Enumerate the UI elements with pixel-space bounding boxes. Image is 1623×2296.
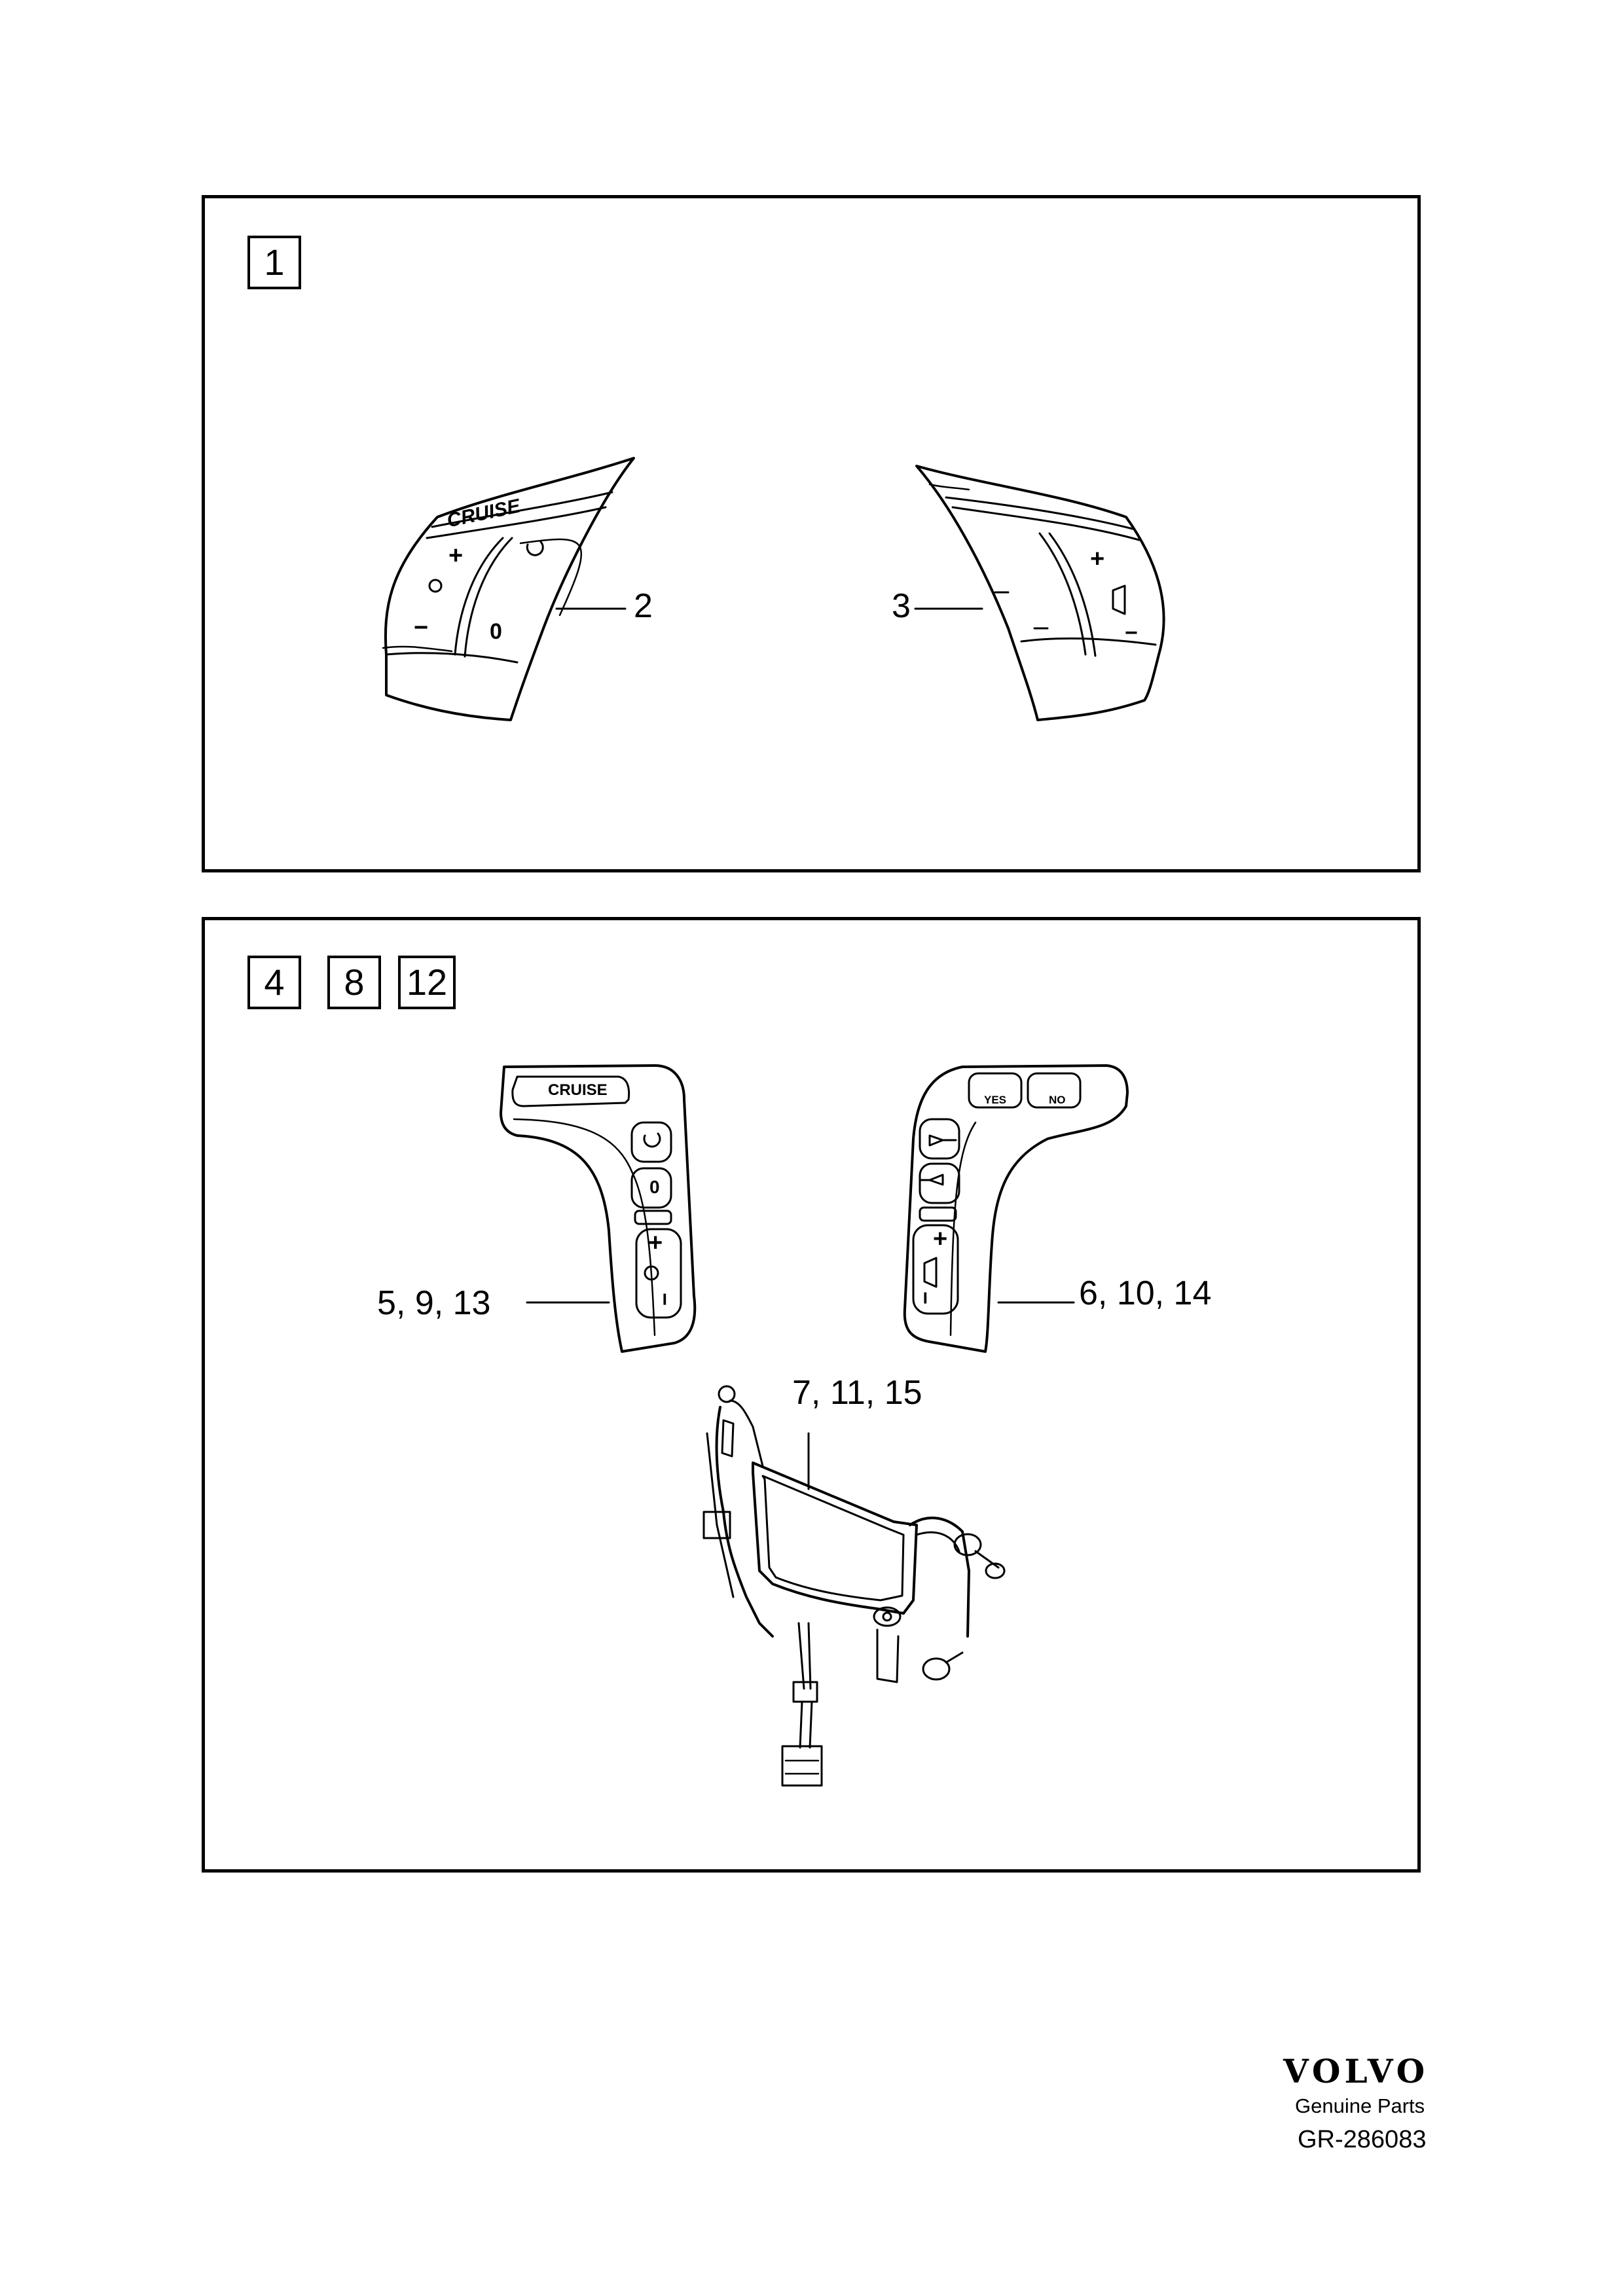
- minus-label-1: −: [414, 614, 429, 641]
- ref-box-4: 4: [247, 956, 301, 1009]
- left-cruise-switch-drawing: [382, 457, 635, 721]
- zero-label-1: 0: [490, 619, 502, 644]
- panel-steering-switches-1: [202, 195, 1421, 872]
- genuine-parts-label: Genuine Parts: [1295, 2094, 1425, 2117]
- minus-label-6: −: [912, 1291, 938, 1304]
- callout-3: 3: [892, 587, 911, 625]
- callout-5-9-13: 5, 9, 13: [377, 1284, 491, 1322]
- no-label: NO: [1049, 1094, 1066, 1106]
- left-cruise-switch-drawing-2: [500, 1064, 697, 1353]
- volvo-logo: VOLVO: [1283, 2052, 1429, 2090]
- yes-label: YES: [984, 1094, 1007, 1106]
- right-phone-audio-switch-drawing: [915, 465, 1165, 721]
- minus-label-5: −: [651, 1293, 677, 1306]
- minus-label-3: −: [1125, 620, 1138, 645]
- callout-6-10-14: 6, 10, 14: [1079, 1274, 1212, 1312]
- callout-2: 2: [634, 587, 653, 625]
- callout-7-11-15: 7, 11, 15: [792, 1374, 922, 1412]
- plus-label-1: +: [448, 542, 464, 569]
- wiring-harness-drawing: [702, 1385, 1006, 1787]
- plus-label-5: +: [648, 1229, 663, 1257]
- plus-label-6: +: [933, 1225, 948, 1253]
- plus-label-3: +: [1090, 545, 1105, 573]
- ref-box-8: 8: [327, 956, 381, 1009]
- zero-label-5: 0: [649, 1177, 660, 1197]
- ref-box-1: 1: [247, 236, 301, 289]
- drawing-number: GR-286083: [1298, 2126, 1427, 2153]
- ref-box-12: 12: [398, 956, 456, 1009]
- cruise-label-2: CRUISE: [548, 1081, 608, 1099]
- right-phone-audio-switch-drawing-2: [903, 1064, 1129, 1353]
